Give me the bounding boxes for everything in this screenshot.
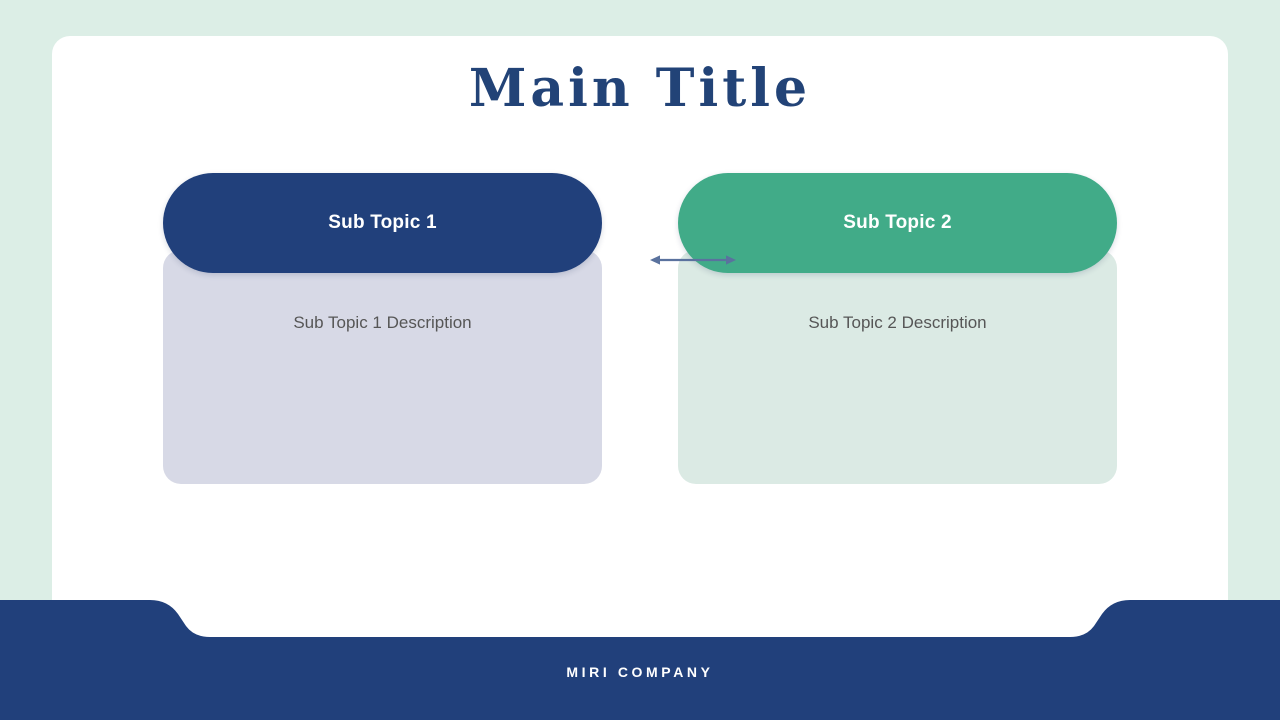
topic-column-1: Sub Topic 1 Description Sub Topic 1 xyxy=(163,173,602,585)
slide-card: Main Title Sub Topic 1 Description Sub T… xyxy=(52,36,1228,684)
topic-pill-label-2: Sub Topic 2 xyxy=(843,212,952,233)
footer: MIRI COMPANY xyxy=(0,600,1280,720)
topic-pill-1[interactable]: Sub Topic 1 xyxy=(163,173,602,273)
topic-description-text-2: Sub Topic 2 Description xyxy=(808,313,987,332)
double-headed-arrow-icon xyxy=(650,255,736,265)
topic-pill-2[interactable]: Sub Topic 2 xyxy=(678,173,1117,273)
topic-description-text-1: Sub Topic 1 Description xyxy=(293,313,472,332)
page-title: Main Title xyxy=(468,58,812,119)
footer-shape xyxy=(0,600,1280,720)
company-name: MIRI COMPANY xyxy=(566,664,714,680)
topic-column-2: Sub Topic 2 Description Sub Topic 2 xyxy=(678,173,1117,585)
topic-columns: Sub Topic 1 Description Sub Topic 1 Sub … xyxy=(163,173,1117,585)
topic-pill-label-1: Sub Topic 1 xyxy=(328,212,437,233)
connector-arrow xyxy=(648,246,738,274)
topic-description-panel-1: Sub Topic 1 Description xyxy=(163,250,602,484)
topic-description-panel-2: Sub Topic 2 Description xyxy=(678,250,1117,484)
